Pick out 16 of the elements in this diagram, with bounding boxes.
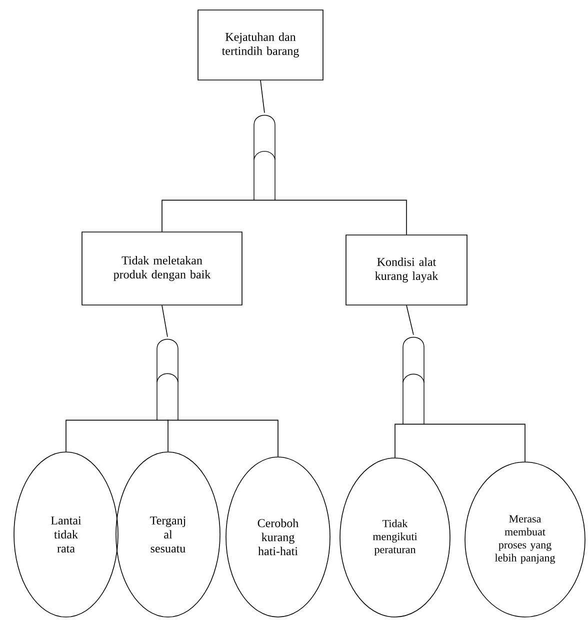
connector-line [394, 424, 414, 458]
event-box: Tidak meletakan produk dengan baik [82, 232, 242, 306]
connector-line [264, 200, 407, 235]
connector-line [162, 200, 265, 232]
connector-line [167, 420, 278, 457]
connector-line [406, 305, 414, 336]
or-gate [402, 336, 424, 424]
connector-line [66, 420, 168, 452]
or-gate [156, 338, 178, 420]
connector-line [162, 305, 168, 338]
or-gate [254, 114, 276, 200]
event-box: Kondisi alat kurang layak [346, 234, 468, 306]
connector-line [167, 420, 168, 452]
connector-line [413, 424, 526, 462]
connector-line [260, 80, 265, 114]
event-box: Kejatuhan dan tertindih barang [198, 10, 324, 80]
